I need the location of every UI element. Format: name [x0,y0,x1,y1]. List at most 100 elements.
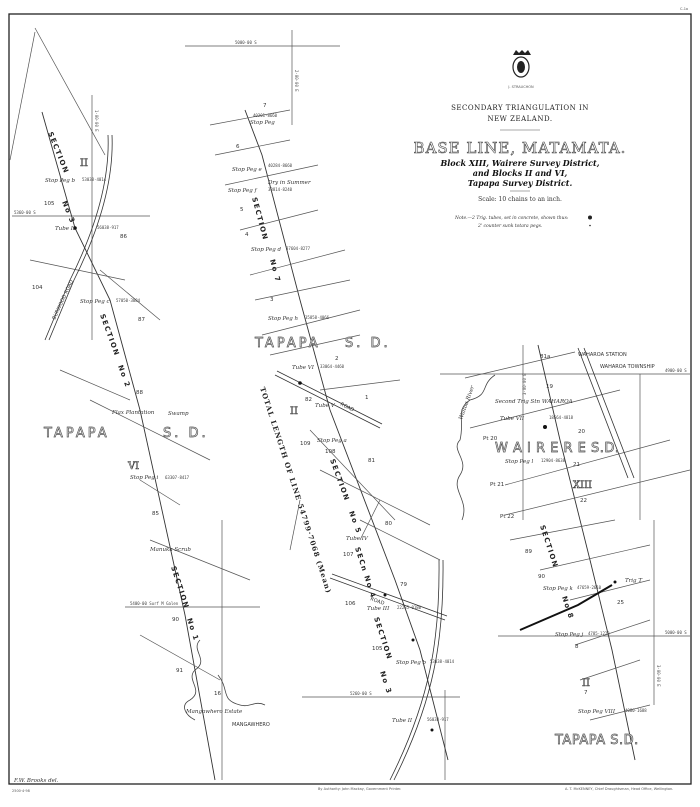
lots-19-label: 107 [343,552,354,558]
stations-tube-ii-left-coord-label: 56038·917 [97,225,119,230]
sheet-reference: C-1a [680,7,688,11]
crest-icon [512,50,531,78]
tube-ii-marker [73,226,77,230]
places-mangawhero-label: MANGAWHERO [232,722,270,728]
lots-36-label: 82 [305,397,312,403]
lots-1-label: 86 [120,234,127,240]
stations-stop-peg-f-coord-label: 38814·8240 [268,187,293,192]
districts-tapapa-left-sd-label: S. D. [163,426,209,441]
stations-tube-ii-left-label: Tube II [55,226,76,232]
stations-tube-iii-coord-label: 22235·0180 [397,605,422,610]
stations-tube-vii-label: Tube VII [500,416,525,422]
lots-9-label: 6 [236,144,240,150]
stations-tube-v-label: Tube V [315,403,336,409]
base-line [41,109,636,781]
grid-labels: 5360·00 S 5000·00 S 4900·00 S 5000·00 S … [14,40,687,696]
stations-stop-peg-a-label: Stop Peg a [317,438,347,444]
grid-n5260-mid-label: 5260·00 S [350,691,372,696]
title-sub3-label: Tapapa Survey District. [468,178,573,188]
grid-n4900-right-label: 4900·00 S [665,368,687,373]
grid-e-right-label: 3·00·00 E [522,373,527,395]
sections-s7-label: SECTION [250,196,269,241]
stations-stop-peg-d-label: Stop Peg d [251,247,282,253]
stations-stop-peg-b-mid-label: Stop Peg b [396,660,427,666]
grid-n5400-left-label: 5400·00 Surf M Galen [130,601,179,606]
tube-vii-marker [543,425,547,429]
lots-29-label: 22 [580,498,587,504]
places-waharoa-township-label: WAHAROA TOWNSHIP [600,364,655,370]
lots-28-label: Pt 21 [490,482,504,488]
grid-n5360-left-label: 5360·00 S [14,210,36,215]
title-sub2-label: and Blocks II and VI, [473,168,568,178]
stations-tube-iii-label: Tube III [367,606,390,612]
lots-18-label: 80 [385,521,392,527]
stations-stop-peg-k-coord-label: 47659·2610 [577,585,602,590]
blocks-0-label: II [80,158,88,169]
stations-tube-vi-coord-label: 33064·4460 [320,364,345,369]
stations-tube-iv-label: Tube IV [346,536,369,542]
places-road-label: ROAD [369,596,385,607]
lots-27-label: 21 [573,462,580,468]
lots-33-label: 25 [617,600,624,606]
sections-s3-mid-label: SECTION [372,616,393,661]
lots-25-label: 20 [578,429,585,435]
tube-iii-marker [411,638,415,642]
lots-14-label: 1 [365,395,369,401]
lots-26-label: Pt 20 [483,436,498,442]
sections-s2-no-label: No 2 [116,364,132,389]
stations-stop-peg-l-label: Stop Peg l [505,459,534,465]
lots-23-label: 81a [540,354,550,360]
title-surveyor-label: J. STRAUCHON [507,85,534,89]
sections-s2-label: SECTION [98,313,121,358]
trig-t-marker [613,580,617,584]
stations-stop-peg-viii-label: Stop Peg VIII [578,709,616,715]
roads [44,134,635,781]
lots-0-label: 105 [44,201,55,207]
block-labels: II VI II XIII II [80,158,593,690]
stations-stop-peg-h-coord-label: 35858·4066 [305,315,330,320]
lots-21-label: 106 [345,601,356,607]
grid-e-left-label: 1·00·00 E [94,110,99,132]
blocks-1-label: VI [127,461,139,472]
footer: F.W. Brooks del. 2500·4·98 By Authority:… [12,778,673,793]
lots-11-label: 4 [245,232,249,238]
stations-stop-peg-b-mid-coord-label: 53038·4014 [430,659,455,664]
stations-stop-peg-top-coord-label: 40201·8660 [253,113,278,118]
stations-stop-peg-i-label: Stop Peg i [130,475,159,481]
districts-tapapa-mid-sd-label: S. D. [345,336,391,351]
stations-stop-peg-j-label: Stop Peg j [555,632,584,638]
lots-13-label: 2 [335,356,339,362]
title-scale-label: Scale: 10 chains to an inch. [478,196,562,203]
stations-trig-t-label: Trig T [625,578,642,584]
footer-printer-right-label: A. T. McKENNEY, Chief Draughtsman, Head … [565,787,673,791]
places-swamp-label: Swamp [168,411,189,417]
lot-numbers: 105 86 104 87 88 85 90 91 7 6 5 4 3 2 1 … [32,103,624,697]
lots-34-label: 8 [575,644,579,650]
tube-ii-mid-marker [430,728,434,732]
lots-17-label: 81 [368,458,375,464]
lots-4-label: 88 [136,390,143,396]
districts-tapapa-mid-label: TAPAPA [254,336,321,351]
sections-s3-mid-no-label: No 3 [378,670,393,695]
places-estate-label: Mangawhero Estate [185,709,243,715]
map-border [8,13,692,785]
places-waharoa-station-label: WAHAROA STATION [578,352,627,358]
title-note2-label: 2' counter sunk totara pegs. [477,223,543,229]
title-line2-label: NEW ZEALAND. [487,115,552,123]
stations-tube-vi-label: Tube VI [292,365,315,371]
tube-vi-marker [298,381,302,385]
grid-lines [12,30,690,780]
boundary-lines [9,27,691,721]
lots-37-label: 16 [214,691,221,697]
stations-stop-peg-e-coord-label: 40284·8660 [268,163,293,168]
title-note1-label: Note.—2 Trig. tubes, set in concrete, sh… [454,215,569,221]
stations-stop-peg-top-label: Stop Peg [250,120,275,126]
footer-code-label: 2500·4·98 [12,789,30,793]
total-length-label: TOTAL LENGTH OF LINE 54799·7068 (Mean) [258,386,334,595]
lots-10-label: 5 [240,207,244,213]
station-labels: Stop Peg b 53038·4014 Tube II 56038·917 … [45,113,647,724]
lots-16-label: 108 [325,449,336,455]
lots-15-label: 109 [300,441,311,447]
lots-20-label: 79 [400,582,407,588]
